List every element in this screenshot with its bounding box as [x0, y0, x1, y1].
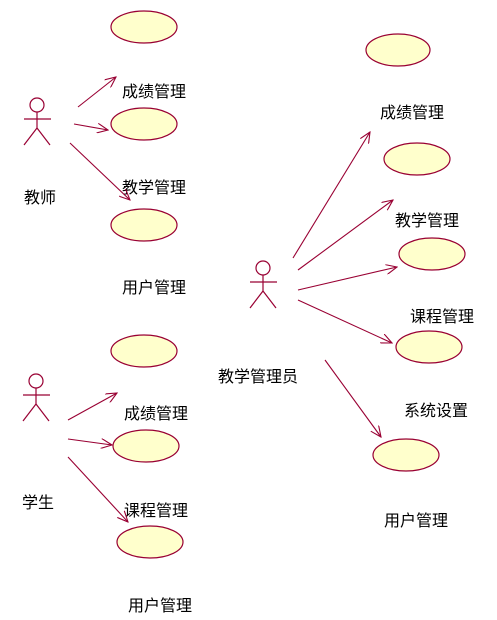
- use-case-ellipse: [112, 429, 180, 463]
- use-case-label: 成绩管理: [124, 404, 188, 423]
- association-arrow: [292, 132, 370, 259]
- use-case-label: 课程管理: [124, 501, 188, 520]
- use-case-ellipse: [110, 208, 178, 242]
- use-case-ellipse: [383, 142, 451, 176]
- use-case-ellipse: [395, 330, 463, 364]
- use-case-label: 用户管理: [384, 511, 448, 530]
- actor-right-leg: [262, 290, 277, 309]
- actor-label-student: 学生: [22, 493, 54, 512]
- association-arrow: [297, 299, 392, 343]
- use-case-label: 用户管理: [122, 278, 186, 297]
- actor-head: [28, 373, 44, 389]
- use-case-ellipse: [110, 10, 178, 44]
- use-case-label: 教学管理: [122, 178, 186, 197]
- actor-right-leg: [36, 127, 51, 146]
- actor-label-admin: 教学管理员: [218, 367, 298, 386]
- actor-student: [22, 373, 50, 422]
- use-case-label: 系统设置: [404, 401, 468, 420]
- use-case-ellipse: [365, 33, 431, 67]
- use-case-ellipse: [110, 334, 178, 368]
- actor-head: [29, 97, 45, 113]
- actor-admin: [249, 260, 277, 309]
- association-arrow: [324, 359, 381, 437]
- actor-head: [255, 260, 271, 276]
- association-arrow: [297, 200, 393, 271]
- actor-left-leg: [249, 290, 264, 309]
- use-case-ellipse: [398, 237, 466, 271]
- association-arrow: [73, 124, 108, 130]
- association-arrow: [67, 393, 117, 421]
- association-arrow: [67, 438, 112, 445]
- association-arrow: [77, 77, 116, 108]
- use-case-label: 用户管理: [128, 596, 192, 615]
- actor-teacher: [23, 97, 51, 146]
- use-case-ellipse: [116, 525, 184, 559]
- use-case-label: 教学管理: [395, 211, 459, 230]
- actor-left-leg: [23, 127, 38, 146]
- use-case-label: 成绩管理: [380, 103, 444, 122]
- association-arrow: [67, 456, 128, 522]
- use-case-ellipse: [372, 438, 440, 472]
- association-arrow: [297, 267, 397, 291]
- use-case-label: 成绩管理: [122, 82, 186, 101]
- use-case-ellipse: [110, 107, 178, 141]
- use-case-label: 课程管理: [410, 307, 474, 326]
- actor-left-leg: [22, 403, 37, 422]
- actor-right-leg: [35, 403, 50, 422]
- actor-label-teacher: 教师: [24, 188, 56, 207]
- association-arrow: [69, 142, 130, 200]
